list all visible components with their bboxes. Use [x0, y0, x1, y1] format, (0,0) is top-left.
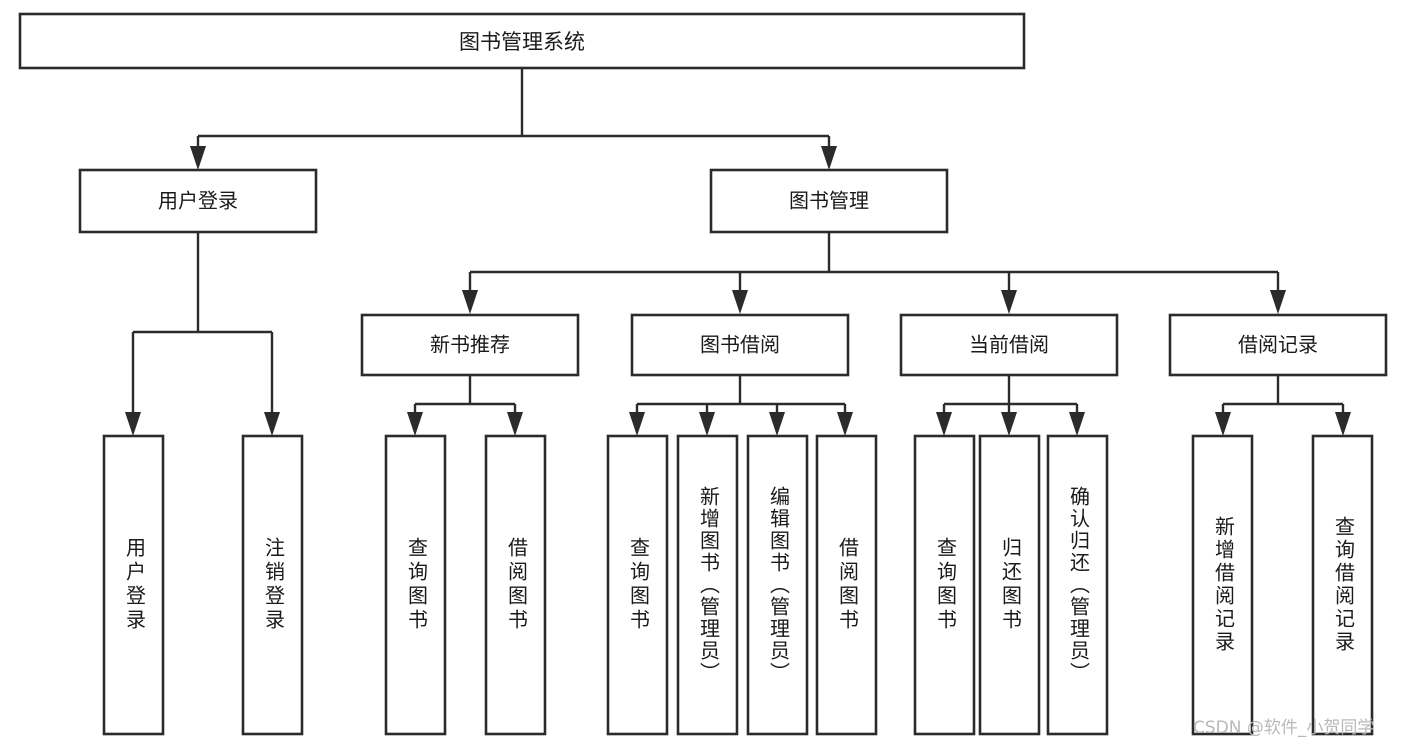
node-user-login-box[interactable] [78, 168, 318, 234]
leaf-borrow-book-1-label: 借阅图书 [505, 537, 529, 633]
node-root-label: 图书管理系统 [459, 30, 585, 54]
node-book-borrow[interactable]: 图书借阅 [630, 313, 850, 377]
node-new-book-rec[interactable]: 新书推荐 [360, 313, 580, 377]
leaf-query-book-2-label: 查询图书 [627, 537, 651, 633]
leaf-confirm-return-label: 确认归还（管理员） [1067, 486, 1091, 684]
node-book-manage[interactable]: 图书管理 [709, 168, 949, 234]
leaf-query-book-3-box[interactable] [913, 434, 976, 736]
arrow-to-leaf-logout [264, 412, 280, 436]
leaf-confirm-return[interactable]: 确认归还（管理员） [1046, 434, 1109, 736]
leaf-confirm-return-box[interactable] [1046, 434, 1109, 736]
leaf-add-record-label: 新增借阅记录 [1212, 516, 1236, 654]
leaf-logout-label: 注销登录 [262, 537, 286, 633]
leaf-user-login-label: 用户登录 [123, 537, 147, 633]
leaf-add-record[interactable]: 新增借阅记录 [1191, 434, 1254, 736]
leaf-borrow-book-2[interactable]: 借阅图书 [815, 434, 878, 736]
leaf-return-book-box[interactable] [978, 434, 1041, 736]
leaf-query-book-2-box[interactable] [606, 434, 669, 736]
arrow-to-borrow-record [1270, 290, 1286, 314]
csdn-watermark: CSDN @软件_小贺同学 [1193, 718, 1374, 738]
arrow-to-leaf-edit-book [769, 412, 785, 436]
leaf-borrow-book-1-box[interactable] [484, 434, 547, 736]
leaf-add-book[interactable]: 新增图书（管理员） [676, 434, 739, 736]
arrow-to-leaf-borrow-book-2 [837, 412, 853, 436]
arrow-to-leaf-query-record [1335, 412, 1351, 436]
connector-layer [125, 68, 1351, 436]
node-book-manage-box[interactable] [709, 168, 949, 234]
arrow-to-current-borrow [1001, 290, 1017, 314]
node-book-borrow-box[interactable] [630, 313, 850, 377]
leaf-query-book-1[interactable]: 查询图书 [384, 434, 447, 736]
leaf-logout[interactable]: 注销登录 [241, 434, 304, 736]
leaf-query-book-3-label: 查询图书 [934, 537, 958, 633]
leaf-borrow-book-1[interactable]: 借阅图书 [484, 434, 547, 736]
leaf-user-login[interactable]: 用户登录 [102, 434, 165, 736]
leaf-return-book[interactable]: 归还图书 [978, 434, 1041, 736]
leaf-edit-book[interactable]: 编辑图书（管理员） [746, 434, 809, 736]
arrow-to-leaf-add-record [1215, 412, 1231, 436]
arrow-to-leaf-user-login [125, 412, 141, 436]
node-book-borrow-label: 图书借阅 [700, 333, 780, 357]
node-current-borrow-label: 当前借阅 [969, 333, 1049, 357]
leaf-add-book-box[interactable] [676, 434, 739, 736]
leaf-query-record-label: 查询借阅记录 [1332, 516, 1356, 654]
leaf-return-book-label: 归还图书 [999, 537, 1023, 633]
arrow-to-book-borrow [732, 290, 748, 314]
arrow-to-leaf-query-book-1 [407, 412, 423, 436]
leaf-borrow-book-2-label: 借阅图书 [836, 537, 860, 633]
leaf-query-book-3[interactable]: 查询图书 [913, 434, 976, 736]
arrow-to-leaf-add-book [699, 412, 715, 436]
node-user-login[interactable]: 用户登录 [78, 168, 318, 234]
arrow-root-to-user-login [190, 146, 206, 170]
leaf-borrow-book-2-box[interactable] [815, 434, 878, 736]
leaf-query-book-1-box[interactable] [384, 434, 447, 736]
arrow-to-leaf-query-book-2 [629, 412, 645, 436]
node-new-book-rec-label: 新书推荐 [430, 333, 510, 357]
leaf-query-record[interactable]: 查询借阅记录 [1311, 434, 1374, 736]
node-new-book-rec-box[interactable] [360, 313, 580, 377]
arrow-root-to-book-manage [821, 146, 837, 170]
node-current-borrow-box[interactable] [899, 313, 1119, 377]
node-borrow-record[interactable]: 借阅记录 [1168, 313, 1388, 377]
leaf-add-book-label: 新增图书（管理员） [697, 486, 721, 684]
node-borrow-record-label: 借阅记录 [1238, 333, 1318, 357]
node-current-borrow[interactable]: 当前借阅 [899, 313, 1119, 377]
leaf-user-login-box[interactable] [102, 434, 165, 736]
arrow-to-leaf-query-book-3 [936, 412, 952, 436]
leaf-add-record-box[interactable] [1191, 434, 1254, 736]
leaf-query-book-2[interactable]: 查询图书 [606, 434, 669, 736]
arrow-to-new-book-rec [462, 290, 478, 314]
node-book-manage-label: 图书管理 [789, 189, 869, 213]
leaf-edit-book-box[interactable] [746, 434, 809, 736]
leaf-query-record-box[interactable] [1311, 434, 1374, 736]
arrow-to-leaf-confirm-return [1069, 412, 1085, 436]
node-root[interactable]: 图书管理系统 [18, 12, 1026, 70]
arrow-to-leaf-borrow-book-1 [507, 412, 523, 436]
node-borrow-record-box[interactable] [1168, 313, 1388, 377]
node-root-box[interactable] [18, 12, 1026, 70]
leaf-query-book-1-label: 查询图书 [405, 537, 429, 633]
arrow-to-leaf-return-book [1001, 412, 1017, 436]
leaf-logout-box[interactable] [241, 434, 304, 736]
node-user-login-label: 用户登录 [158, 189, 238, 213]
leaf-edit-book-label: 编辑图书（管理员） [767, 486, 791, 684]
